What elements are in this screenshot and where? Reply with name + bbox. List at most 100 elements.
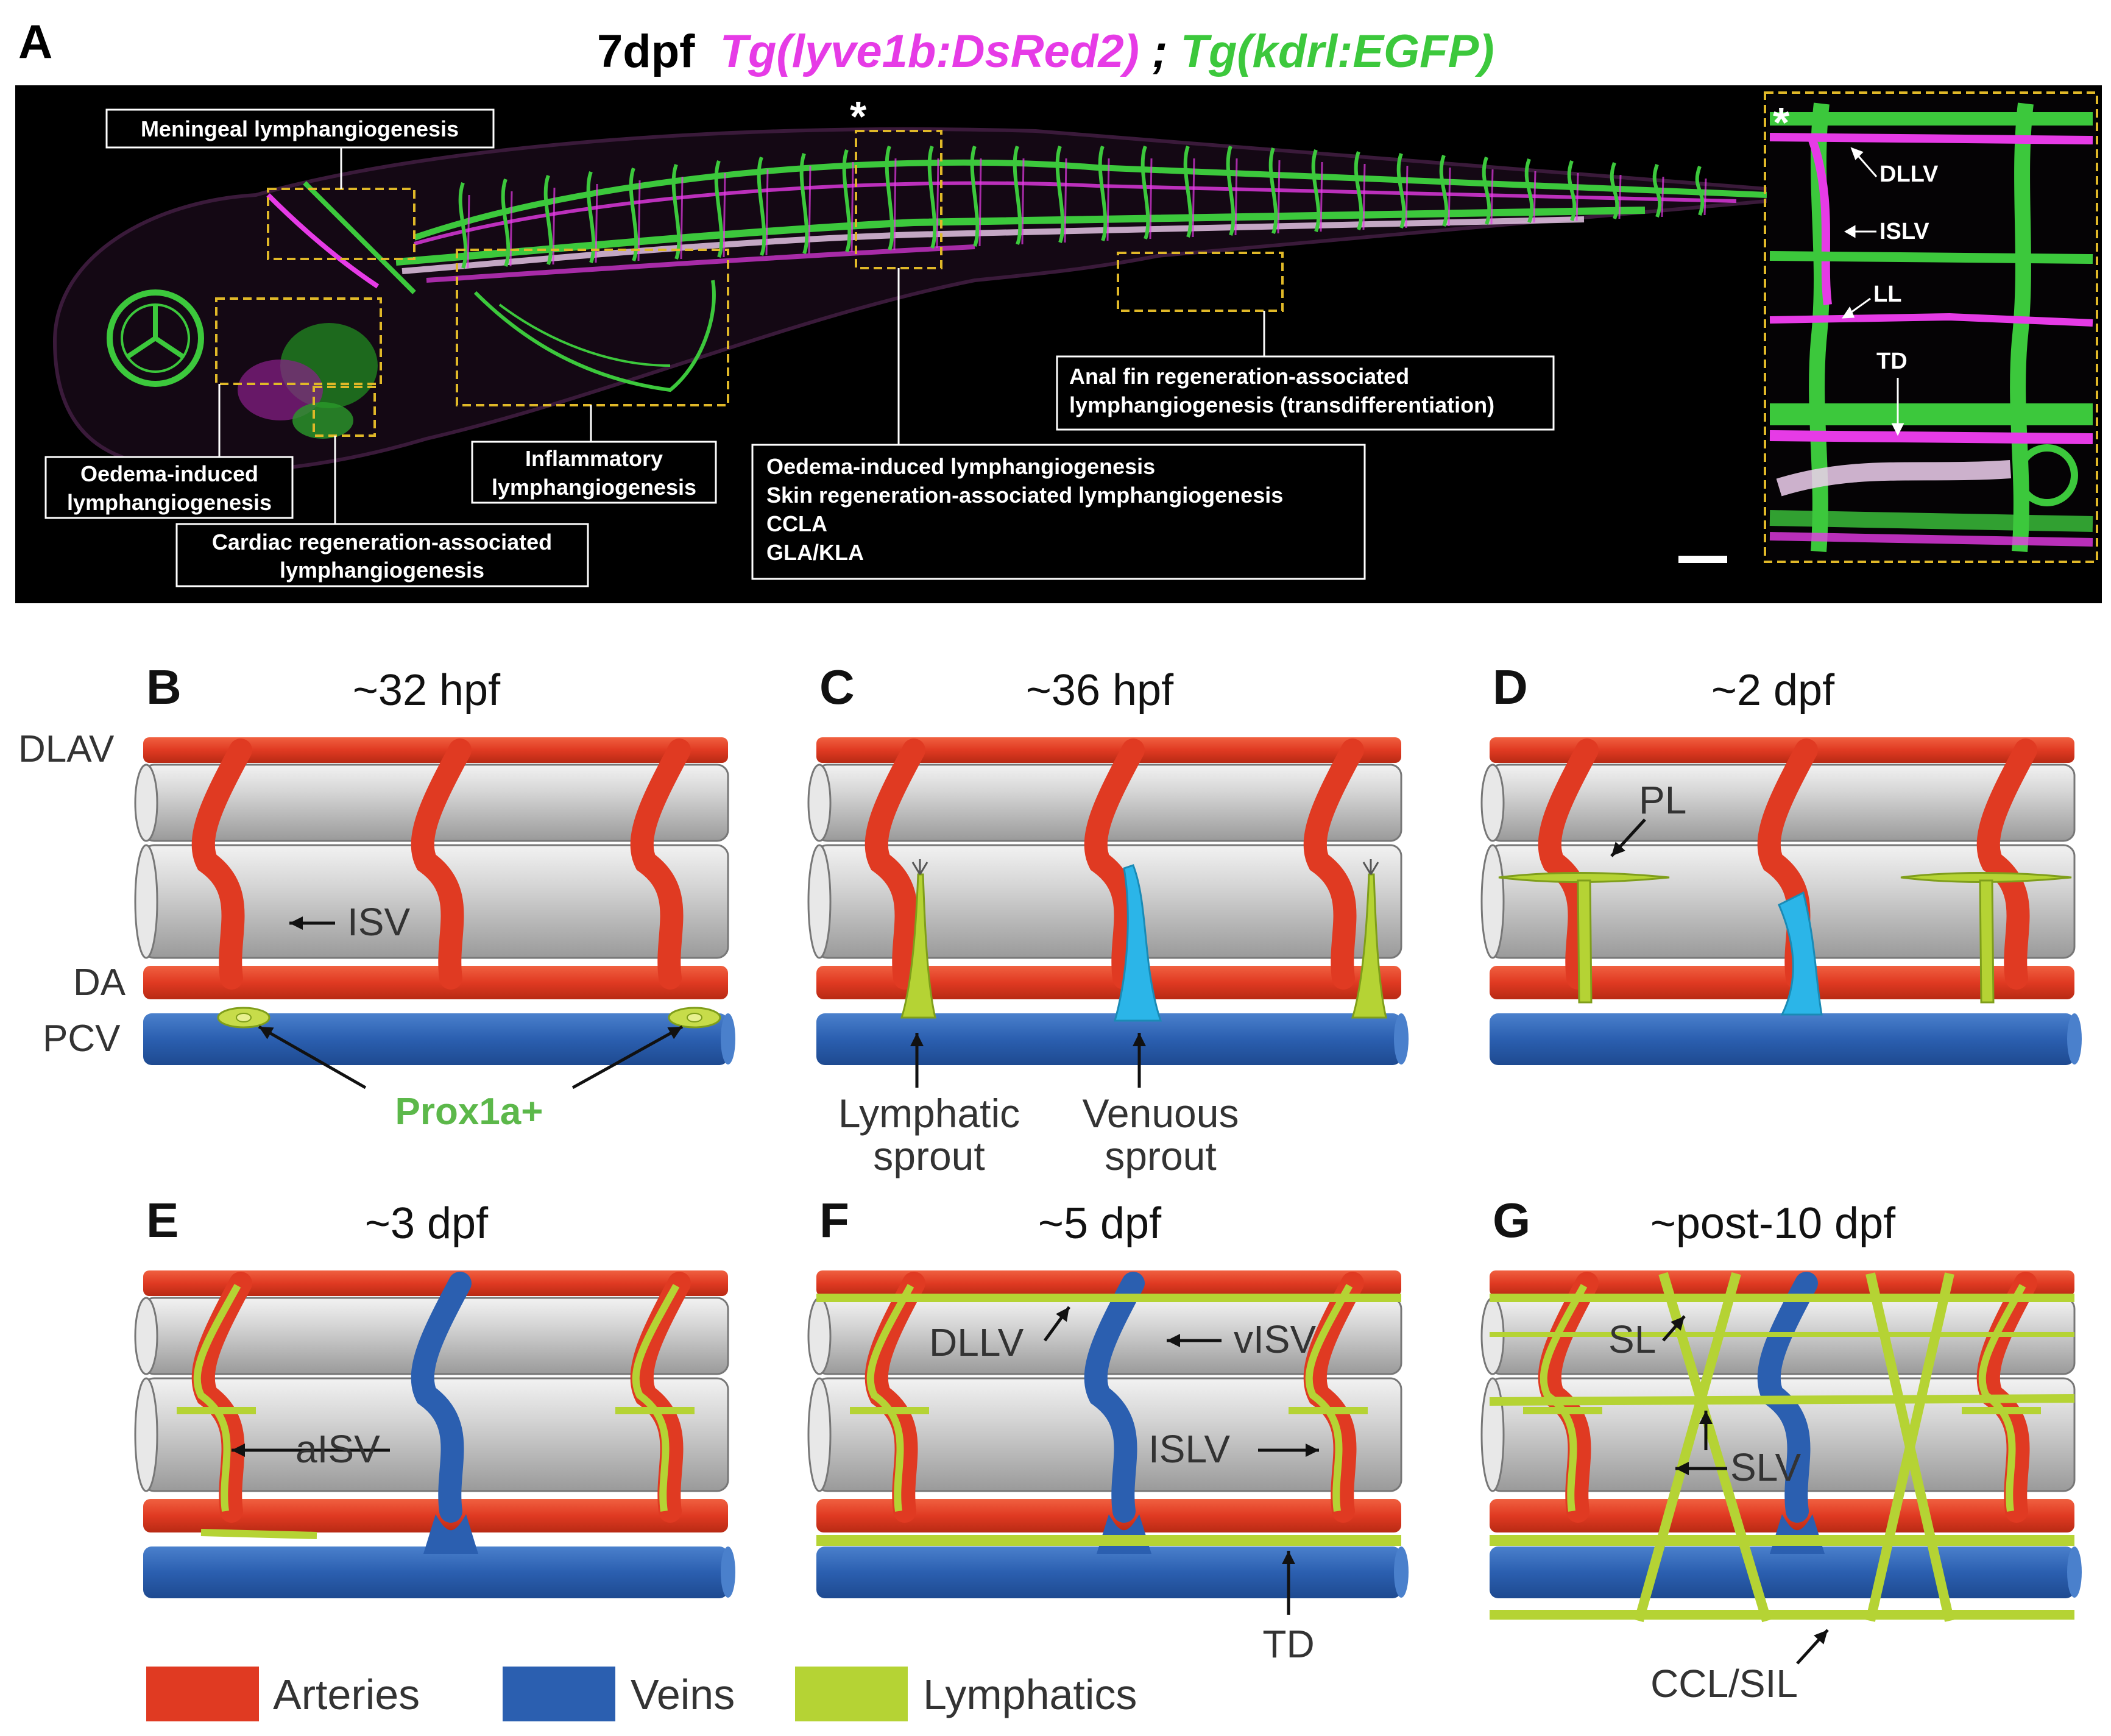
legend-label-lymphatics: Lymphatics [923, 1671, 1137, 1718]
panel-a-title: 7dpf Tg(lyve1b:DsRed2) ; Tg(kdrl:EGFP) [597, 26, 1494, 77]
panel-letter: F [819, 1193, 849, 1247]
fish-isv [1524, 158, 1534, 224]
slv-diagonal [1865, 1272, 1954, 1622]
label-trunk-line2: Skin regeneration-associated lymphangiog… [766, 483, 1283, 508]
legend-swatch-lymphatics [795, 1667, 908, 1721]
roi-cardiac [313, 386, 376, 437]
prox1a-nucleus [687, 1013, 702, 1022]
label-box-meningeal [105, 108, 495, 149]
dllv-label: DLLV [929, 1320, 1024, 1364]
fish-islv [680, 176, 684, 260]
roi-trunk [855, 130, 942, 269]
label-trunk-line4: GLA/KLA [766, 540, 864, 565]
fish-isv [458, 182, 468, 269]
parachordal-lymphangioblast [1900, 872, 2072, 883]
lymphatic-sprout [1351, 873, 1387, 1019]
label-box-oedema [44, 456, 294, 519]
muscle-cylinder-end [134, 763, 158, 842]
pcv-vessel [1490, 1013, 2074, 1065]
fish-islv [723, 172, 726, 258]
asterisk-inset: * [1773, 99, 1790, 146]
aisv-label: aISV [295, 1427, 380, 1471]
fish-islv [1320, 161, 1323, 232]
prox1a-label: Prox1a+ [395, 1091, 543, 1133]
filopodia [1362, 859, 1379, 875]
lymphatic-sprout-label-2: sprout [873, 1133, 985, 1178]
label-cardiac-line1: Cardiac regeneration-associated [212, 530, 552, 554]
fish-islv [1448, 167, 1451, 227]
islv-lymphatic [1540, 1284, 1588, 1512]
panel-title: ~5 dpf [1038, 1199, 1162, 1248]
isv [1084, 1272, 1145, 1523]
fish-islv [1106, 158, 1110, 241]
pcv-end [1394, 1013, 1409, 1065]
slv-arrow-up [1699, 1411, 1713, 1450]
lymphatic-sprout-arrow [910, 1033, 924, 1088]
fish-islv [1362, 163, 1366, 230]
fish-isv [714, 160, 724, 258]
label-anal-line2: lymphangiogenesis (transdifferentiation) [1069, 392, 1494, 417]
lymphatic-vessel [1577, 879, 1593, 1004]
panel-letter: C [819, 660, 855, 714]
fish-islv [1703, 178, 1707, 216]
fish-isv [1652, 163, 1662, 218]
venous-sprout-label-2: sprout [1105, 1133, 1216, 1178]
dllv-arrow [1043, 1306, 1071, 1342]
fish-islv [1575, 172, 1579, 221]
fish-islv [1021, 158, 1025, 245]
fish-isv [1055, 145, 1065, 244]
fish-isv [1226, 145, 1236, 236]
fish-isv [970, 145, 980, 247]
islv-lymphatic [866, 1284, 914, 1512]
lymphatic-sprout-label-1: Lymphatic [838, 1091, 1020, 1136]
title-tg1: Tg(lyve1b:DsRed2) [720, 26, 1139, 77]
muscle-cylinder-end [1480, 844, 1505, 959]
fish-islv [1277, 160, 1281, 234]
fish-isv [1439, 154, 1449, 227]
dlav-vessel [143, 1270, 728, 1296]
fish-isv [1311, 149, 1321, 233]
islv-arrow [1258, 1444, 1319, 1457]
label-inflammatory-line1: Inflammatory [525, 446, 663, 471]
fish-islv [808, 165, 812, 254]
fish-islv [1661, 176, 1664, 218]
fish-isv [1140, 145, 1150, 240]
fish-islv [1149, 158, 1153, 239]
pcv-end [721, 1013, 735, 1065]
connector-lines [218, 146, 1265, 524]
fish-islv [1618, 174, 1622, 219]
label-cardiac-line2: lymphangiogenesis [280, 558, 484, 583]
dlav-vessel [143, 737, 728, 763]
da-label: DA [73, 962, 126, 1004]
label-meningeal: Meningeal lymphangiogenesis [141, 116, 459, 141]
sl-arrow [1662, 1315, 1686, 1342]
dlav-vessel [1490, 1270, 2074, 1296]
label-oedema-line2: lymphangiogenesis [67, 490, 272, 515]
da-vessel [143, 966, 728, 999]
isv-arrow [289, 916, 335, 930]
muscle-cylinder-end [807, 844, 832, 959]
title-sep: ; [1152, 26, 1167, 77]
lymphatic-vessel [1979, 879, 1995, 1004]
fish-islv [552, 187, 556, 265]
panel-title: ~3 dpf [365, 1199, 489, 1248]
filopodia [911, 859, 928, 875]
slv-arrow-left [1675, 1462, 1727, 1475]
panel-a-letter: A [18, 15, 52, 68]
fish-islv [509, 191, 513, 267]
dlav-vessel [1490, 737, 2074, 763]
fish-isv [1610, 161, 1619, 220]
isv [1757, 1272, 1818, 1523]
isv [411, 1272, 472, 1523]
isv [1084, 739, 1145, 990]
label-box-cardiac [175, 523, 589, 587]
visv-arrow [1167, 1334, 1222, 1347]
legend-label-arteries: Arteries [273, 1671, 420, 1718]
muscle-cylinder-end [807, 1377, 832, 1492]
pcv-vessel [1490, 1546, 2074, 1598]
dlav-vessel [816, 1270, 1401, 1296]
asterisk-main: * [850, 93, 867, 140]
